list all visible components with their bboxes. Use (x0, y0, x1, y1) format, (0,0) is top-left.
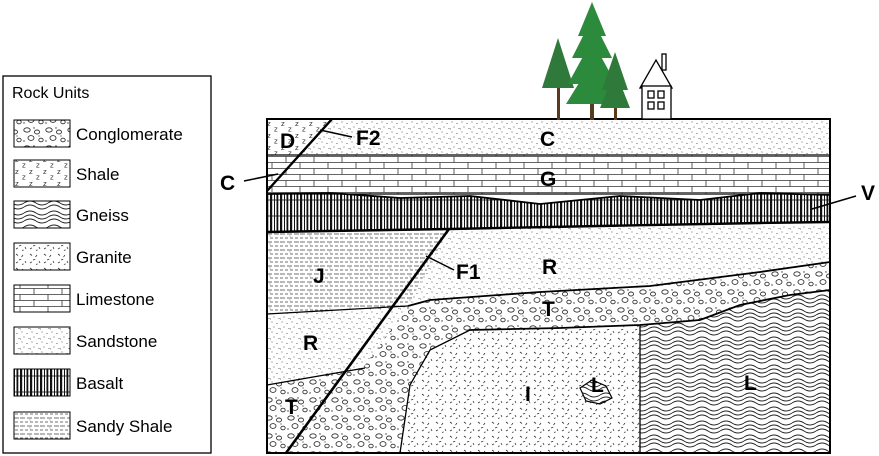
legend-label-basalt: Basalt (76, 374, 124, 393)
f2-leader-line (319, 129, 353, 138)
unit-label-g: G (540, 168, 556, 191)
pine-tree-icon (542, 2, 630, 120)
legend-label-granite: Granite (76, 248, 132, 267)
f1-leader-line (425, 255, 455, 271)
unit-label-j: J (313, 265, 325, 288)
unit-label-i: I (525, 383, 531, 406)
unit-i-granite (400, 325, 640, 453)
unit-label-r-left: R (303, 332, 318, 355)
legend-label-limestone: Limestone (76, 290, 154, 309)
unit-r-sandstone-left (267, 306, 408, 385)
unit-label-t-right: T (542, 298, 555, 321)
sandy-shale-swatch (13, 411, 71, 440)
gneiss-swatch (13, 200, 71, 229)
unit-label-t-left: T (285, 396, 298, 419)
contact-lines (266, 154, 831, 454)
legend-label-sandy-shale: Sandy Shale (76, 417, 172, 436)
unit-d-shale (267, 119, 332, 155)
legend-title: Rock Units (12, 85, 89, 102)
granite-swatch (13, 242, 71, 271)
cross-section: D C G V J R T R T I L L F2 F1 C (220, 118, 875, 454)
shale-swatch (13, 159, 71, 188)
unit-label-d: D (280, 130, 295, 153)
unit-c-sandstone (267, 119, 830, 155)
fault-label-f1: F1 (456, 261, 481, 284)
legend-item-sandy-shale: Sandy Shale (13, 411, 172, 440)
rock-units-legend: Rock Units Conglomerate Shale Gneiss Gra… (2, 75, 212, 454)
conglomerate-swatch (13, 119, 71, 148)
legend-item-limestone: Limestone (13, 284, 154, 313)
legend-item-sandstone: Sandstone (13, 326, 157, 355)
fault-f1 (284, 228, 451, 454)
legend-label-conglomerate: Conglomerate (76, 125, 183, 144)
unit-r-sandstone-right (408, 225, 830, 306)
legend-item-conglomerate: Conglomerate (13, 119, 183, 148)
cross-section-border (266, 118, 831, 454)
unit-label-l-xenolith: L (591, 374, 604, 397)
house-icon (638, 53, 674, 120)
legend-item-basalt: Basalt (13, 368, 124, 397)
unit-v-basalt (267, 193, 830, 232)
fault-label-f2: F2 (356, 127, 381, 150)
legend-item-granite: Granite (13, 242, 132, 271)
legend-item-gneiss: Gneiss (13, 200, 129, 229)
unit-g-limestone (267, 155, 830, 194)
sandstone-swatch (13, 326, 71, 355)
gneiss-xenolith (579, 379, 613, 405)
unit-label-c: C (540, 128, 555, 151)
unit-label-l: L (744, 372, 757, 395)
contact-label-c: C (220, 172, 235, 195)
contact-c-leader-line (243, 173, 279, 182)
limestone-swatch (13, 284, 71, 313)
unit-l-gneiss (640, 290, 830, 453)
basalt-swatch (13, 368, 71, 397)
legend-item-shale: Shale (13, 159, 119, 188)
legend-label-gneiss: Gneiss (76, 206, 129, 225)
legend-label-sandstone: Sandstone (76, 332, 157, 351)
v-leader-line (811, 195, 857, 210)
legend-label-shale: Shale (76, 165, 119, 184)
unit-label-r-right: R (542, 256, 557, 279)
unit-label-v: V (861, 182, 875, 205)
unit-t-conglomerate-right (301, 262, 830, 453)
